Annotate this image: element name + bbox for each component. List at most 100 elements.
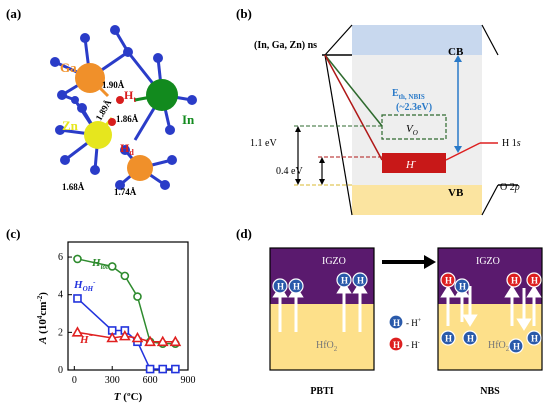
legend-htot: Htot (91, 257, 109, 271)
h-plus-ion (288, 278, 304, 294)
panel-b-tag: (b) (236, 6, 252, 21)
vb-band (352, 185, 482, 215)
x-tick-label: 300 (105, 375, 120, 386)
h-minus-ion (526, 272, 542, 288)
h-plus-ion (440, 330, 456, 346)
oxygen-atoms (50, 25, 197, 190)
h-plus-ion (462, 330, 478, 346)
vo-box (381, 114, 447, 140)
h-minus-ion (506, 272, 522, 288)
legend-hplus-text: - H+ (406, 318, 422, 328)
bond-186: 1.86Å (116, 114, 139, 124)
x-tick-label: 600 (143, 375, 158, 386)
pbti-hfo-label: HfO2 (316, 340, 338, 353)
h-ion-glyph: H (277, 282, 284, 292)
nbs-hfo-label: HfO2 (488, 340, 510, 353)
data-point (158, 364, 168, 374)
h-ion-glyph: H (293, 282, 300, 292)
panel-d-tag: (d) (236, 226, 252, 241)
transition-arrow (424, 255, 436, 269)
data-point (73, 294, 82, 303)
panel-c-tag: (c) (6, 226, 20, 241)
ns-label: (In, Ga, Zn) ns (254, 40, 317, 51)
nbs-caption: NBS (480, 386, 500, 397)
legend-hminus-glyph: H (393, 340, 400, 350)
data-point (73, 254, 82, 264)
panel-b: (b) CB VB (In, Ga, Zn) ns VO H- 1.1 eV 0… (236, 6, 521, 216)
legend-hoh: HOH- (73, 278, 96, 293)
bond-168: 1.68Å (62, 182, 85, 192)
data-point (156, 335, 169, 347)
x-axis-title: T (ºC) (114, 391, 143, 403)
h-plus-ion (336, 272, 352, 288)
eth-label: Eth, NBIS (392, 88, 425, 101)
data-point (107, 262, 117, 271)
data-point (106, 331, 119, 343)
data-point (169, 335, 182, 347)
y-tick-label: 4 (58, 290, 63, 301)
e04-label: 0.4 eV (276, 166, 303, 177)
h-ion-glyph: H (531, 276, 538, 286)
legend-hminus: H− (79, 332, 93, 346)
o2p-label: O 2p (500, 182, 520, 193)
ht-atom (116, 96, 124, 104)
h1s-label: H 1s (502, 138, 521, 149)
pbti-hfo (270, 304, 374, 370)
ga-atom (75, 63, 105, 93)
panel-a-tag: (a) (6, 6, 21, 21)
data-point (118, 329, 131, 341)
data-point (71, 326, 84, 337)
h-ion-glyph: H (459, 282, 466, 292)
hd-atom (108, 118, 116, 126)
x-tick-label: 0 (72, 375, 77, 386)
h-ion-glyph: H (341, 276, 348, 286)
eth-value: (~2.3eV) (396, 102, 432, 113)
ga-label: Ga (60, 60, 77, 75)
legend-hminus-text: - H- (406, 340, 420, 350)
legend-hplus-marker (388, 314, 404, 330)
h-plus-ion (352, 272, 368, 288)
hd-label: Hd (120, 141, 134, 157)
data-point (171, 364, 180, 374)
h-ion-glyph: H (513, 342, 520, 352)
vb-label: VB (448, 187, 464, 199)
in-atom (146, 79, 178, 111)
h-plus-ion (454, 278, 470, 294)
data-point (120, 271, 130, 281)
panel-a: (a) Ga In Zn Ht Hd 1.90Å 1.89Å 1.86Å 1.6… (6, 6, 197, 197)
h-ion-glyph: H (357, 276, 364, 286)
pbti-igzo-label: IGZO (322, 256, 346, 267)
bond-190: 1.90Å (102, 80, 125, 90)
y-tick-label: 6 (58, 252, 63, 263)
y-tick-label: 2 (58, 327, 63, 338)
y-axis-title: A (104cm-2) (36, 292, 49, 345)
h-ion-glyph: H (467, 334, 474, 344)
in-label: In (182, 112, 195, 127)
data-point (133, 292, 142, 301)
nbs-igzo-label: IGZO (476, 256, 500, 267)
data-point (144, 335, 156, 347)
h-plus-ion (526, 330, 542, 346)
e11-label: 1.1 eV (250, 138, 277, 149)
h-ion-glyph: H (445, 276, 452, 286)
ht-label: Ht (124, 88, 136, 104)
hminus-label: H- (405, 157, 417, 171)
ga-atom-lower (127, 155, 153, 181)
hminus-box (382, 153, 446, 173)
plot-frame (67, 241, 189, 371)
h-ion-glyph: H (531, 334, 538, 344)
vo-label: VO (406, 123, 418, 137)
pbti-caption: PBTI (310, 386, 333, 397)
h-minus-ion (440, 272, 456, 288)
bond-174: 1.74Å (114, 187, 137, 197)
cb-band (352, 25, 482, 55)
zn-atom (84, 121, 112, 149)
series-layer (71, 254, 182, 374)
h-plus-ion (508, 338, 524, 354)
data-point (145, 364, 155, 374)
zn-label: Zn (62, 118, 79, 133)
h-ion-glyph: H (511, 276, 518, 286)
